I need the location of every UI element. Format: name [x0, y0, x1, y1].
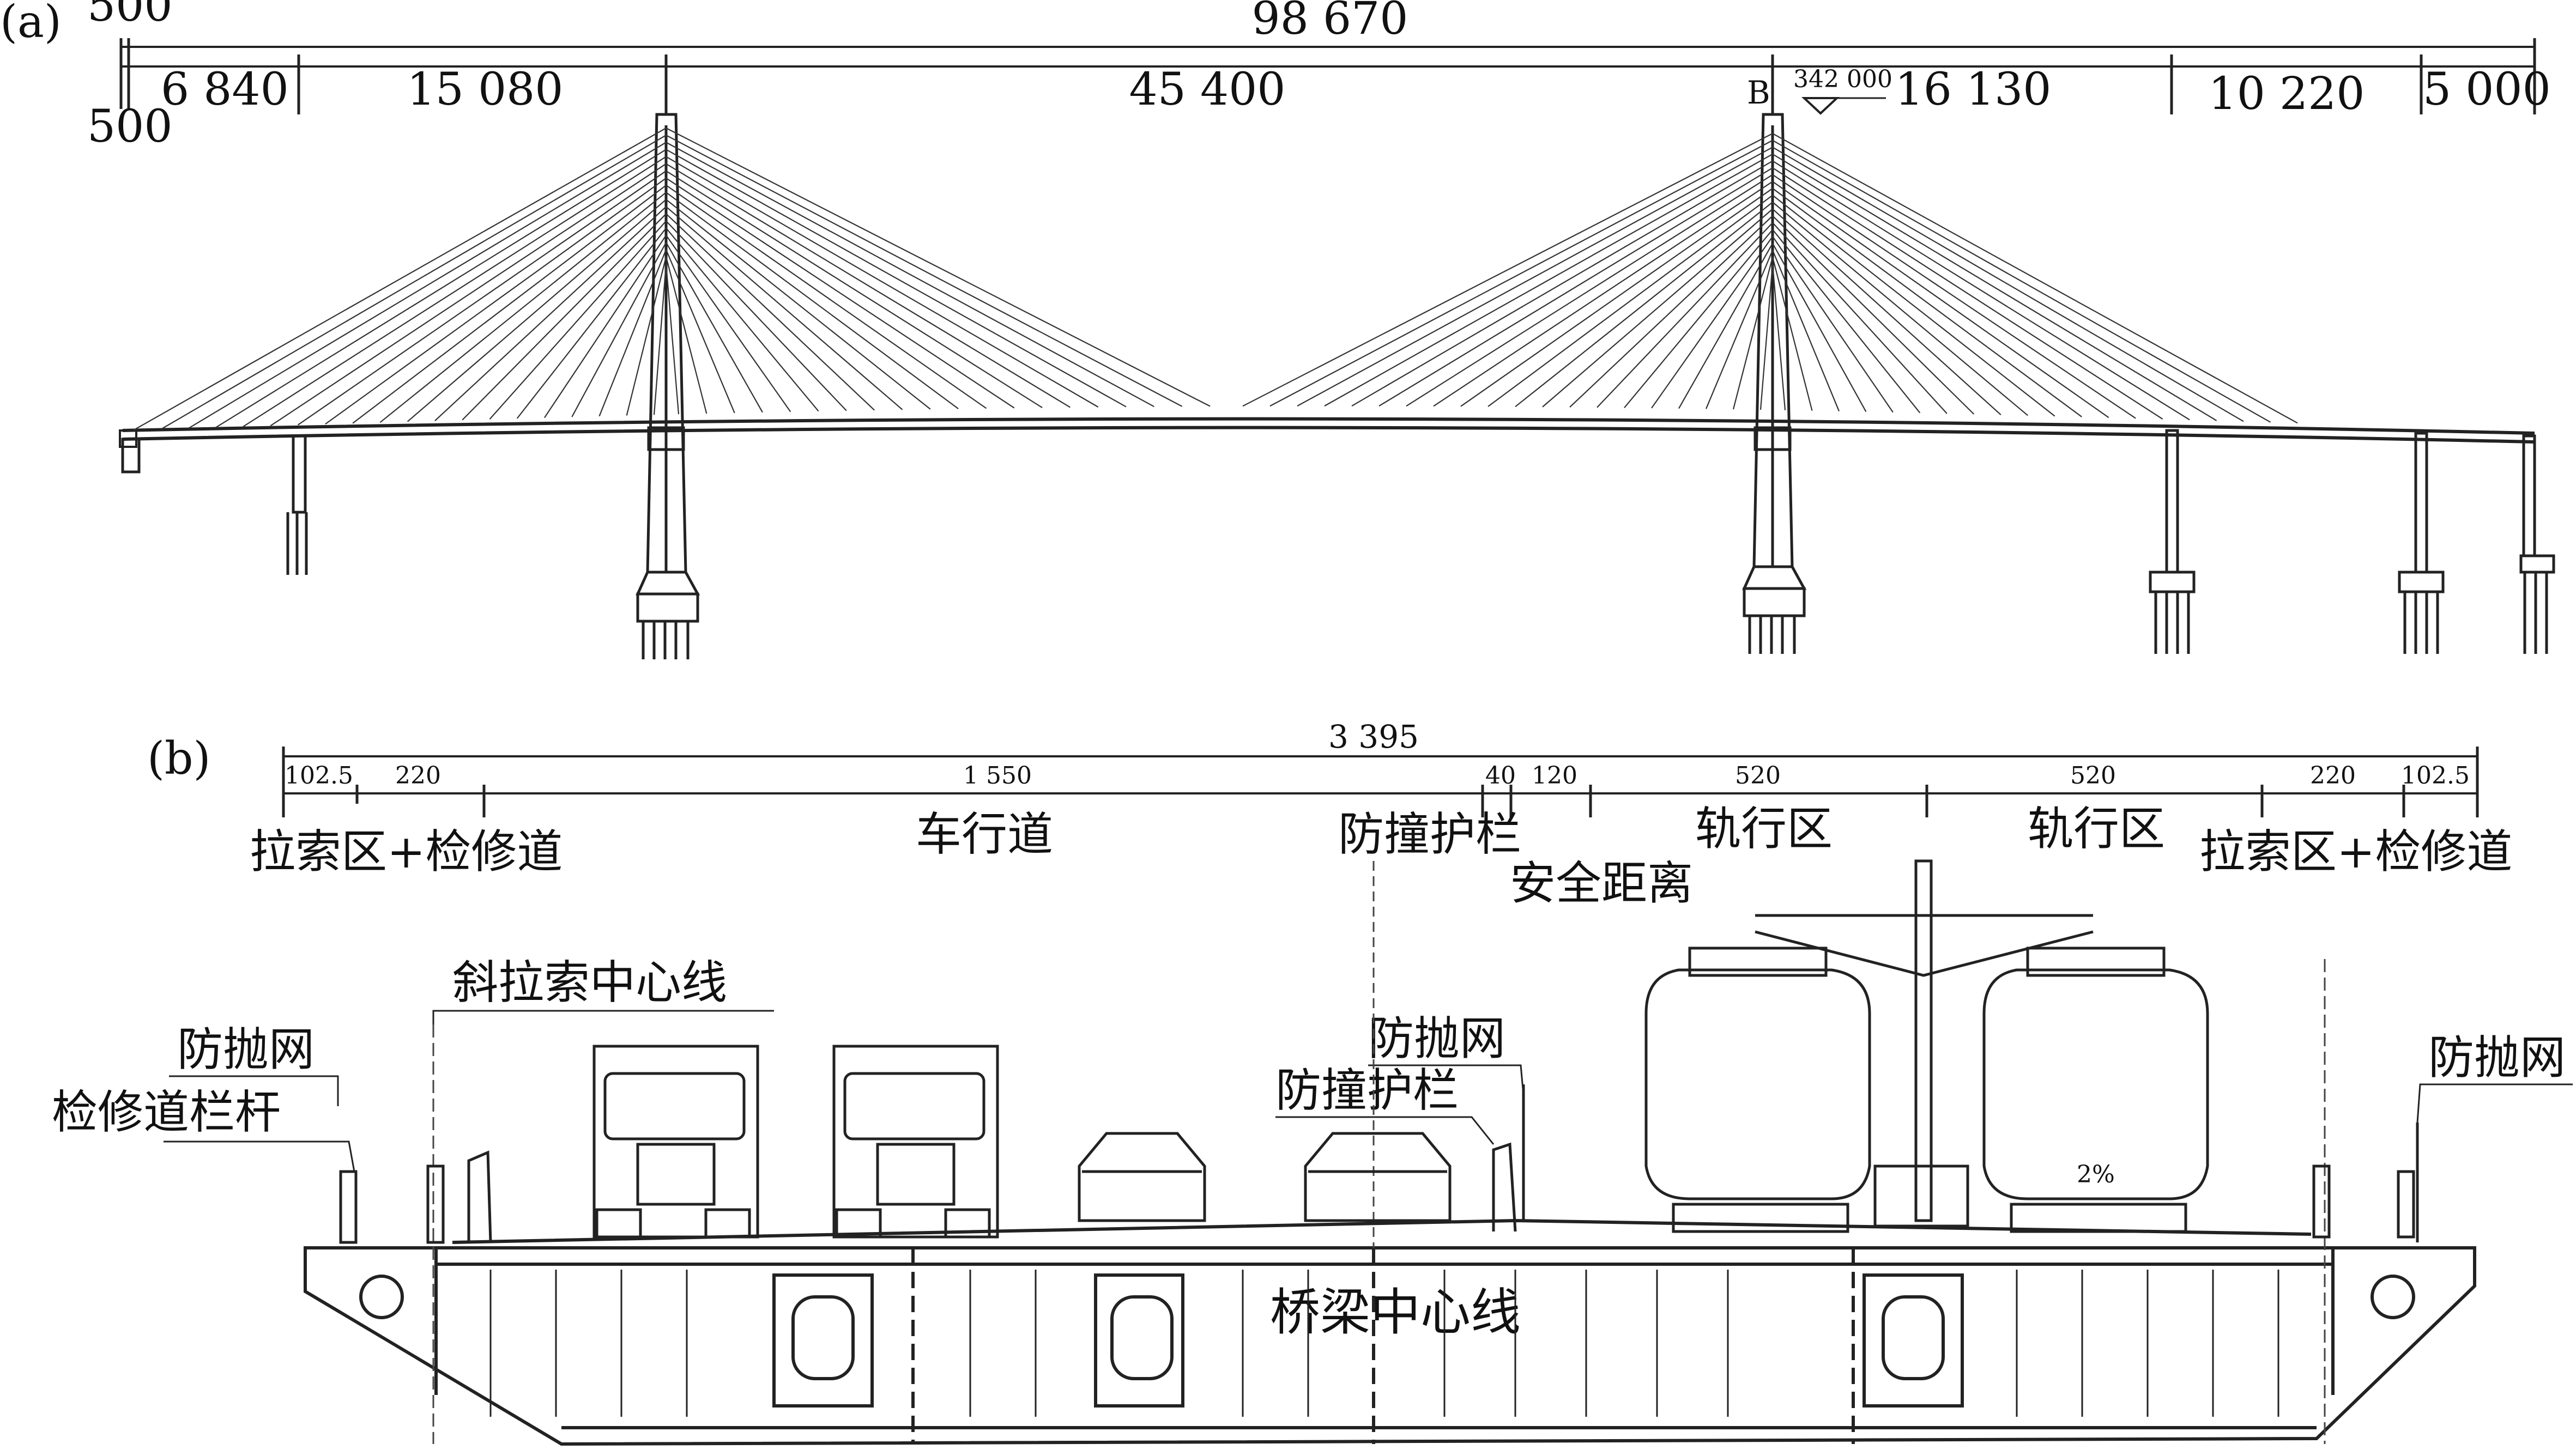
- side-piers: [121, 429, 2555, 654]
- train-right: [1982, 947, 2209, 1233]
- zone-rail-left: 轨行区: [1695, 802, 1833, 856]
- panel-b-cross-section: (b) 3 395 102.5 220 1 550 40 120 520 520…: [52, 718, 2573, 1446]
- bridge-deck: [122, 417, 2535, 435]
- dim-40: 40: [1485, 762, 1516, 790]
- dim-ticks-b: [282, 747, 2479, 817]
- dim-16130: 16 130: [1895, 64, 2052, 116]
- dim-5000: 5 000: [2423, 64, 2551, 116]
- dim-220-left: 220: [395, 762, 441, 790]
- car-right: [1304, 1132, 1452, 1222]
- panel-a-elevation: (a) 98 670 500 6 840 15 080 45 400 16 13…: [0, 0, 2555, 659]
- label-barrier-mid: 防撞护栏: [1275, 1064, 1459, 1117]
- pylon-right: [1742, 113, 1807, 654]
- zone-barrier: 防撞护栏: [1338, 808, 1521, 861]
- train-left: [1644, 947, 1871, 1233]
- dim-500-bottom: 500: [87, 101, 173, 153]
- label-rail-left: 检修道栏杆: [52, 1085, 281, 1139]
- box-girder: [304, 1246, 2476, 1446]
- dim-102-5-left: 102.5: [285, 762, 353, 790]
- dim-15080: 15 080: [407, 64, 564, 116]
- truck-right: [832, 1045, 999, 1239]
- dim-10220: 10 220: [2209, 68, 2365, 120]
- catenary-mast: [1755, 859, 2094, 1228]
- car-left: [1078, 1132, 1206, 1222]
- dim-ticks-a: [119, 38, 2536, 114]
- panel-b-label: (b): [147, 733, 210, 785]
- dim-520-right: 520: [2070, 762, 2116, 790]
- dim-6840: 6 840: [161, 64, 289, 116]
- dim-45400: 45 400: [1129, 64, 1286, 116]
- stay-cables: [133, 128, 2298, 431]
- railings: [339, 1084, 2419, 1244]
- dim-1550: 1 550: [963, 762, 1032, 790]
- zone-rail-right: 轨行区: [2028, 802, 2165, 856]
- b-dim: 342 000: [1793, 65, 1892, 93]
- label-slope: 2%: [2077, 1161, 2115, 1188]
- total-length: 98 670: [1252, 0, 1408, 45]
- zone-safety: 安全距离: [1510, 857, 1693, 910]
- dim-120: 120: [1532, 762, 1577, 790]
- panel-a-label: (a): [0, 0, 62, 48]
- label-net-right: 防抛网: [2428, 1031, 2566, 1084]
- b-arrow-icon: [1801, 97, 1840, 115]
- dim-500-top: 500: [87, 0, 173, 32]
- dim-102-5-right: 102.5: [2401, 762, 2470, 790]
- zone-cable-right: 拉索区+检修道: [2199, 825, 2512, 878]
- truck-left: [592, 1045, 759, 1239]
- label-net-mid: 防抛网: [1368, 1012, 1505, 1065]
- zone-roadway: 车行道: [916, 808, 1053, 861]
- dim-520-left: 520: [1735, 762, 1781, 790]
- pylon-left: [636, 113, 700, 659]
- label-bridge-centerline: 桥梁中心线: [1270, 1283, 1521, 1342]
- dim-220-right: 220: [2310, 762, 2356, 790]
- b-marker: B: [1747, 74, 1770, 111]
- label-cable-centerline: 斜拉索中心线: [452, 956, 727, 1009]
- label-net-left: 防抛网: [177, 1023, 315, 1076]
- zone-cable-left: 拉索区+检修道: [250, 825, 563, 878]
- total-width: 3 395: [1328, 718, 1419, 755]
